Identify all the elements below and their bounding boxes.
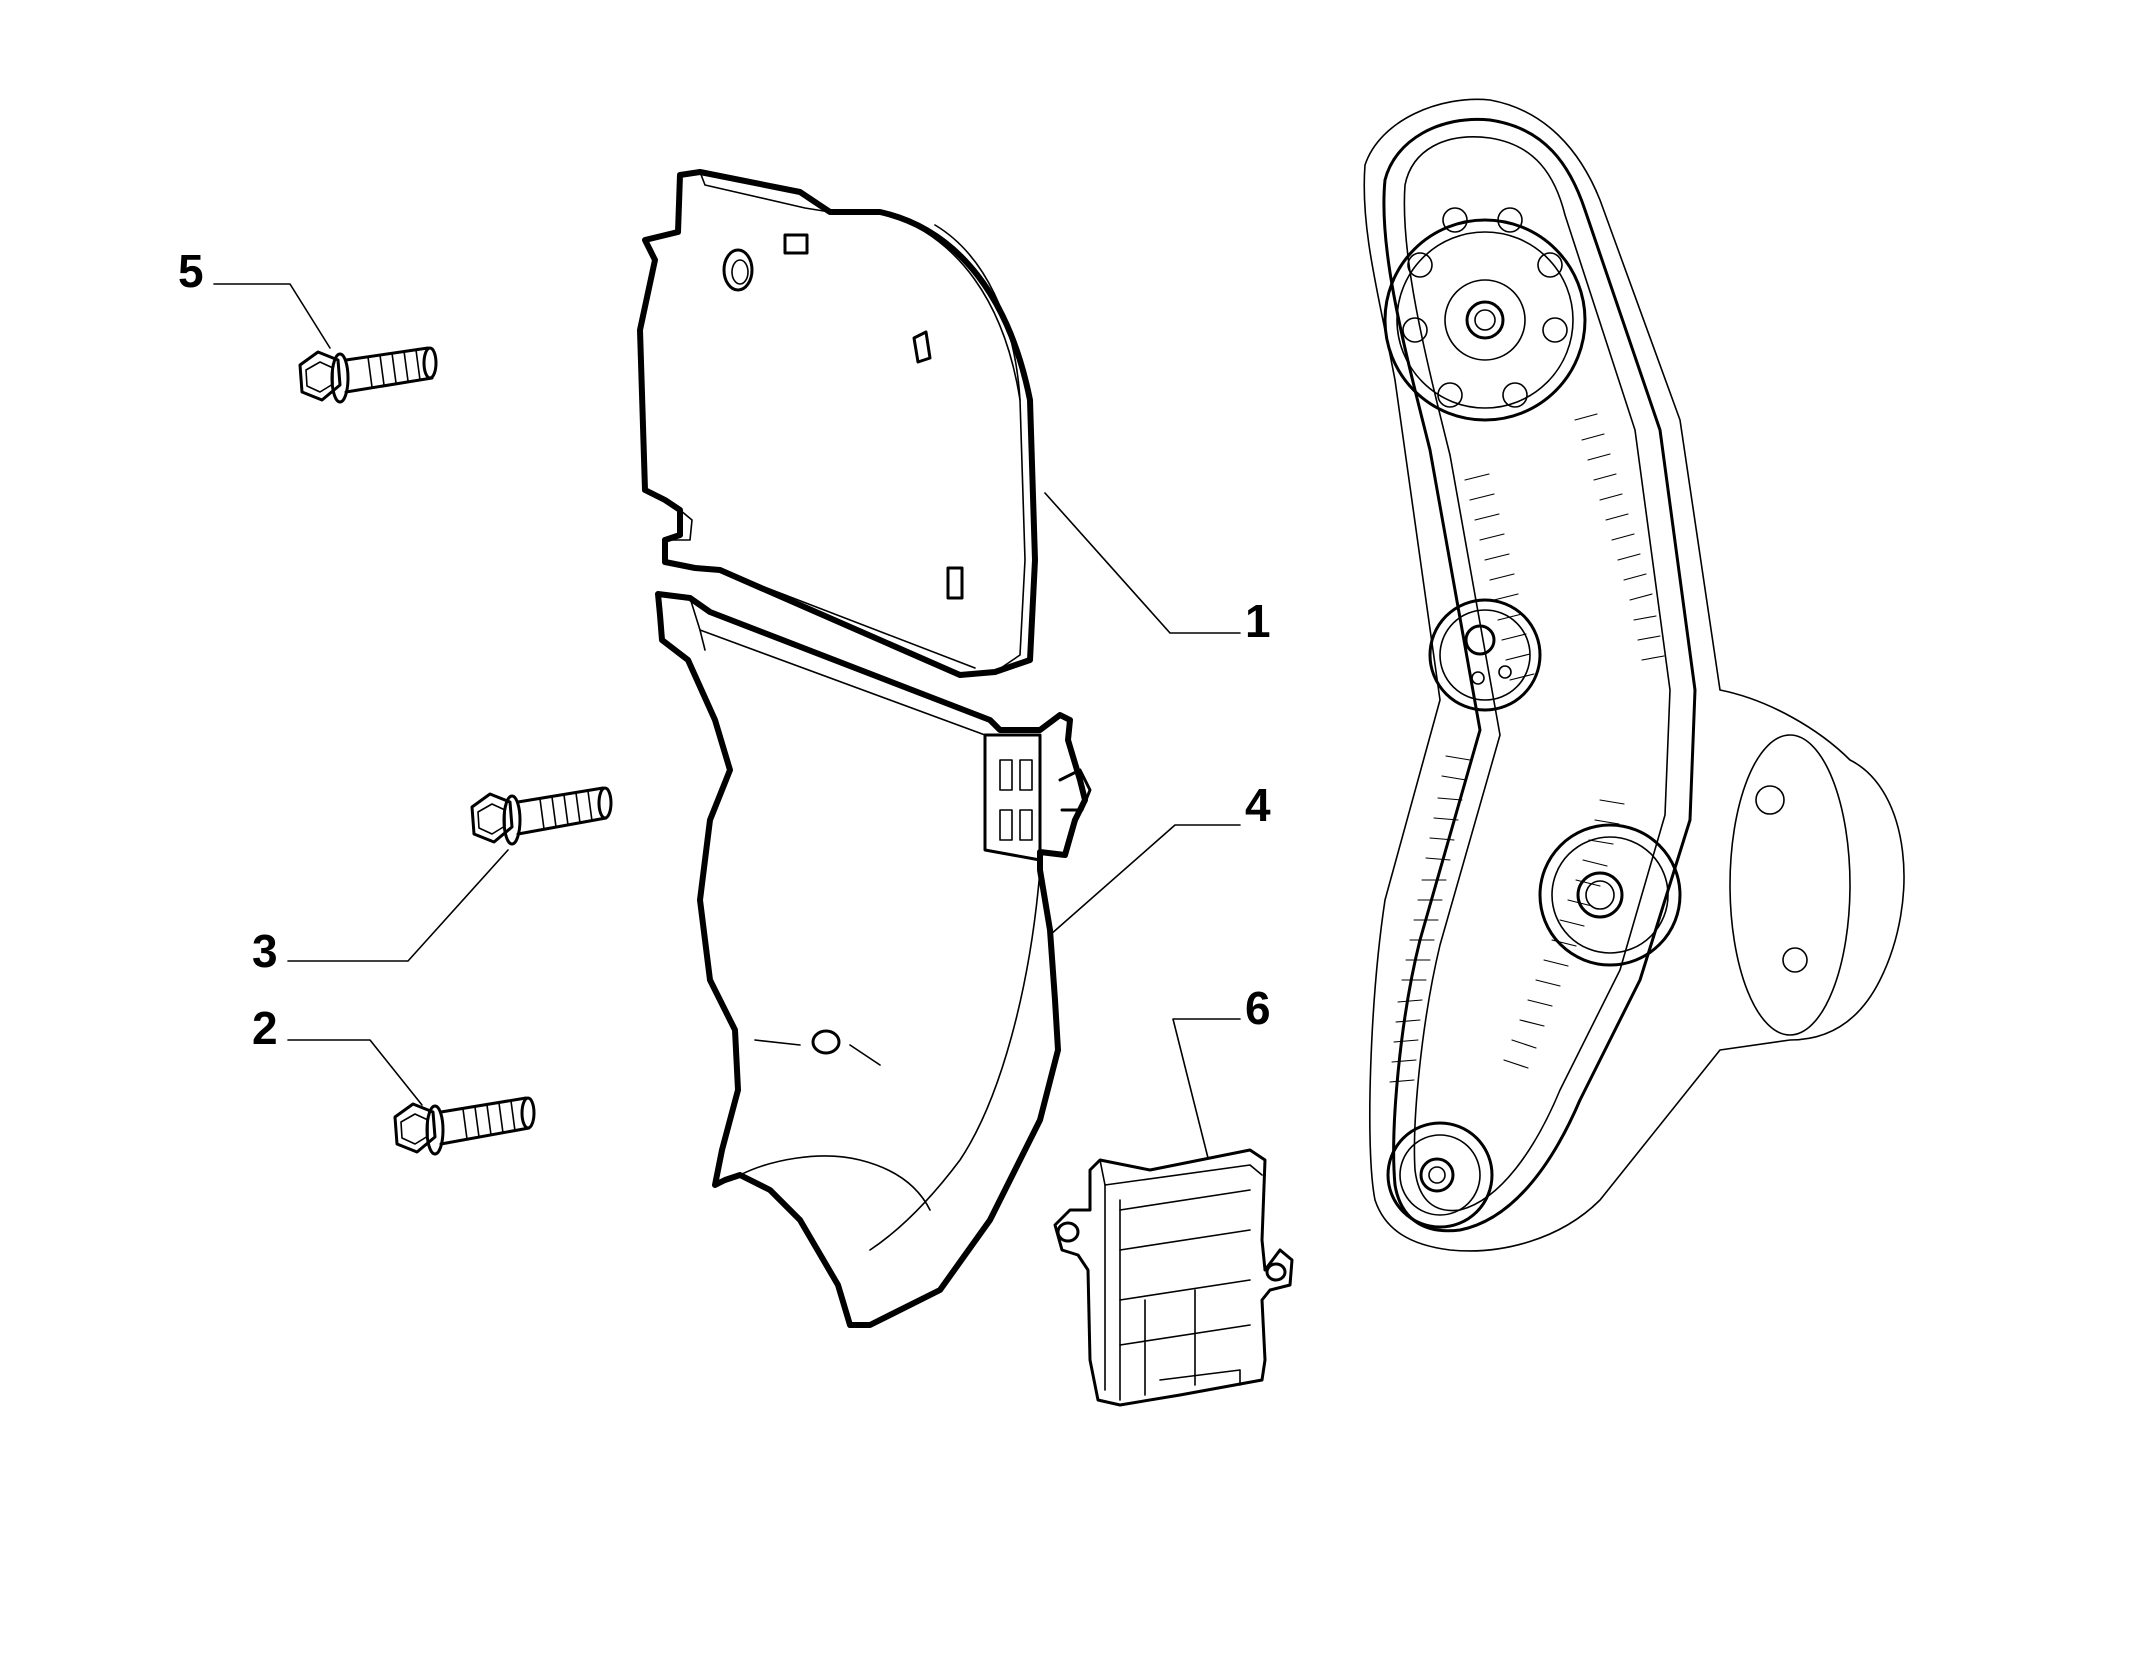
leader-line-4 (1049, 824, 1241, 936)
callout-number-6: 6 (1245, 982, 1271, 1034)
callout-number-5: 5 (178, 245, 204, 297)
leader-line-2 (287, 1039, 423, 1106)
callout-number-4: 4 (1245, 779, 1271, 831)
leader-line-3 (287, 849, 509, 962)
bolt-part-2[interactable] (393, 1096, 536, 1156)
leader-line-5 (213, 283, 331, 349)
leader-line-1 (1044, 492, 1241, 634)
bracket-part-6[interactable] (1053, 1148, 1294, 1407)
callout-number-3: 3 (252, 925, 278, 977)
callout-number-2: 2 (252, 1002, 278, 1054)
lower-timing-cover-part-4[interactable] (655, 591, 1092, 1328)
upper-timing-cover-part-1[interactable] (637, 169, 1038, 678)
bolt-part-3[interactable] (470, 786, 613, 846)
leader-line-6 (1172, 1018, 1241, 1159)
leader-lines (213, 283, 1241, 1159)
timing-belt-drive-assembly (1363, 98, 1905, 1252)
bolt-part-5[interactable] (298, 346, 438, 404)
callout-number-1: 1 (1245, 595, 1271, 647)
